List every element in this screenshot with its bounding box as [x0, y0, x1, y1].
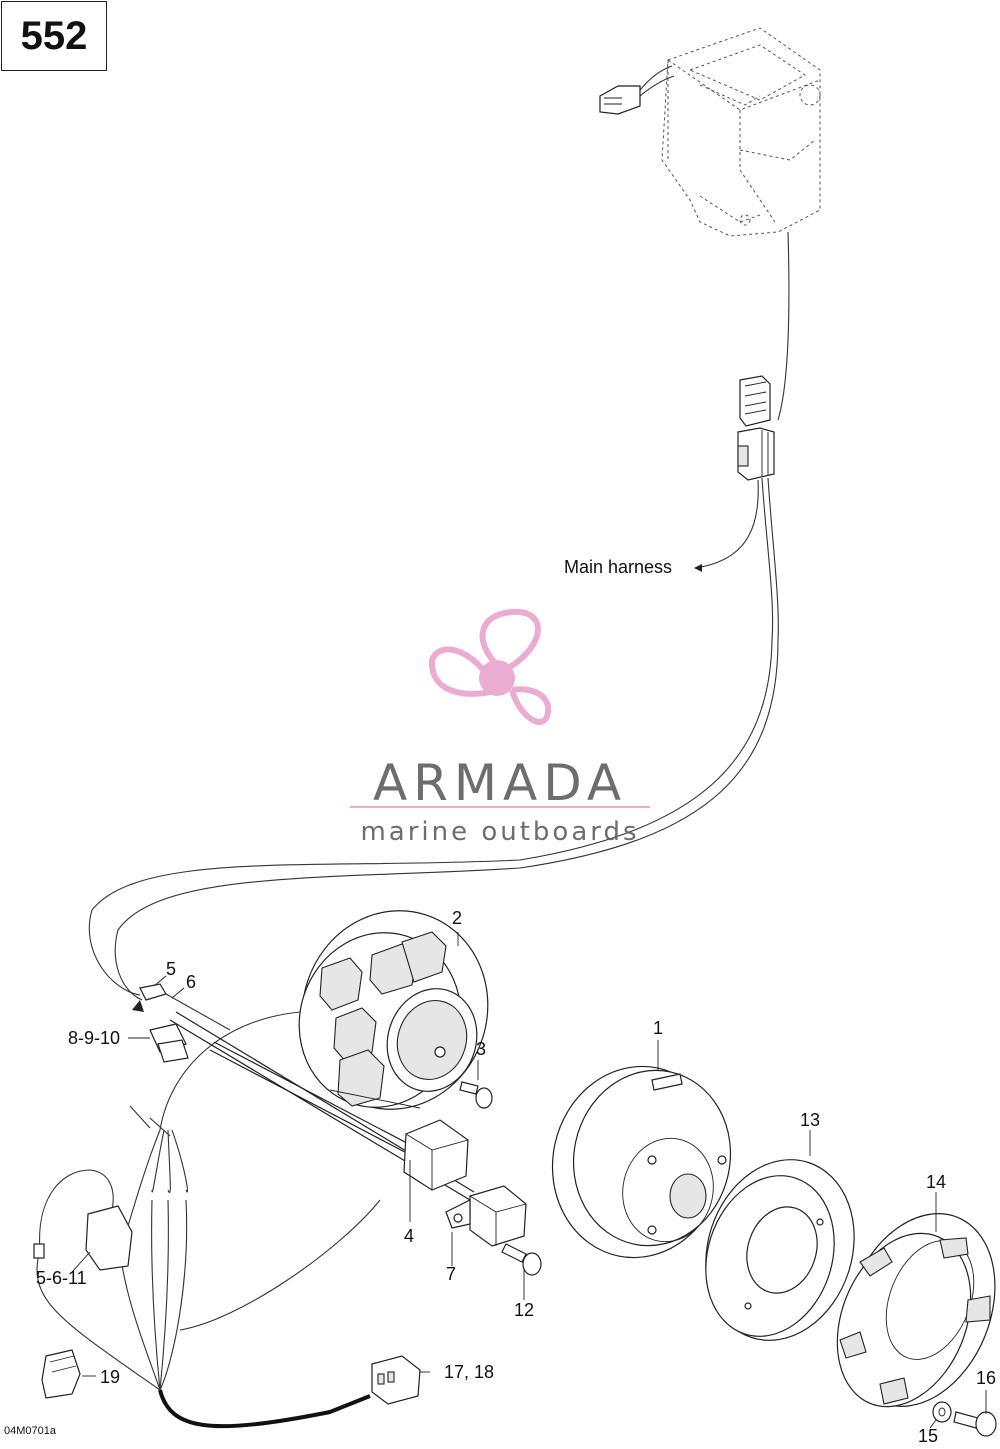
connector-19	[41, 1349, 81, 1399]
trigger-coils	[169, 1011, 527, 1247]
callout-3: 3	[476, 1039, 486, 1059]
brand-divider	[350, 806, 650, 808]
stator	[298, 910, 489, 1110]
callout-1: 1	[653, 1018, 663, 1038]
wire-connectors-left	[139, 983, 231, 1063]
propeller-logo-icon	[428, 608, 552, 725]
harness-connector	[694, 375, 779, 641]
ignition-module	[599, 27, 821, 421]
screw-3	[459, 1081, 493, 1109]
leader-lines	[71, 932, 987, 1429]
brand-tagline: marine outboards	[360, 817, 639, 847]
callout-8-9-10: 8-9-10	[68, 1028, 120, 1048]
callout-14: 14	[926, 1172, 946, 1192]
ring-13	[705, 1159, 855, 1341]
wire-bundle	[33, 1011, 381, 1429]
callout-13: 13	[800, 1110, 820, 1130]
page-number-box: 552	[1, 1, 107, 71]
cover-14	[836, 1213, 996, 1408]
brand-name: ARMADA	[373, 754, 627, 812]
main-wire-run	[88, 639, 779, 1012]
screw-12	[501, 1243, 542, 1276]
callout-5-6-11: 5-6-11	[36, 1268, 87, 1288]
propeller-hub	[479, 660, 515, 696]
callout-2: 2	[452, 908, 462, 928]
screw-16	[953, 1411, 997, 1437]
callout-19: 19	[100, 1367, 120, 1387]
label-main-harness: Main harness	[564, 557, 672, 577]
flywheel	[551, 1065, 732, 1259]
callout-15: 15	[918, 1426, 938, 1446]
page-number: 552	[20, 13, 88, 58]
connector-17-18	[371, 1355, 421, 1405]
brand-watermark: ARMADA marine outboards	[350, 608, 650, 847]
callout-12: 12	[514, 1300, 534, 1320]
drawing-reference: 04M0701a	[4, 1425, 57, 1437]
callout-16: 16	[976, 1368, 996, 1388]
callout-7: 7	[446, 1264, 456, 1284]
washer-15	[932, 1401, 952, 1423]
callout-17-18: 17, 18	[444, 1362, 494, 1382]
callout-6: 6	[186, 972, 196, 992]
callout-4: 4	[404, 1226, 414, 1246]
callout-5: 5	[166, 959, 176, 979]
